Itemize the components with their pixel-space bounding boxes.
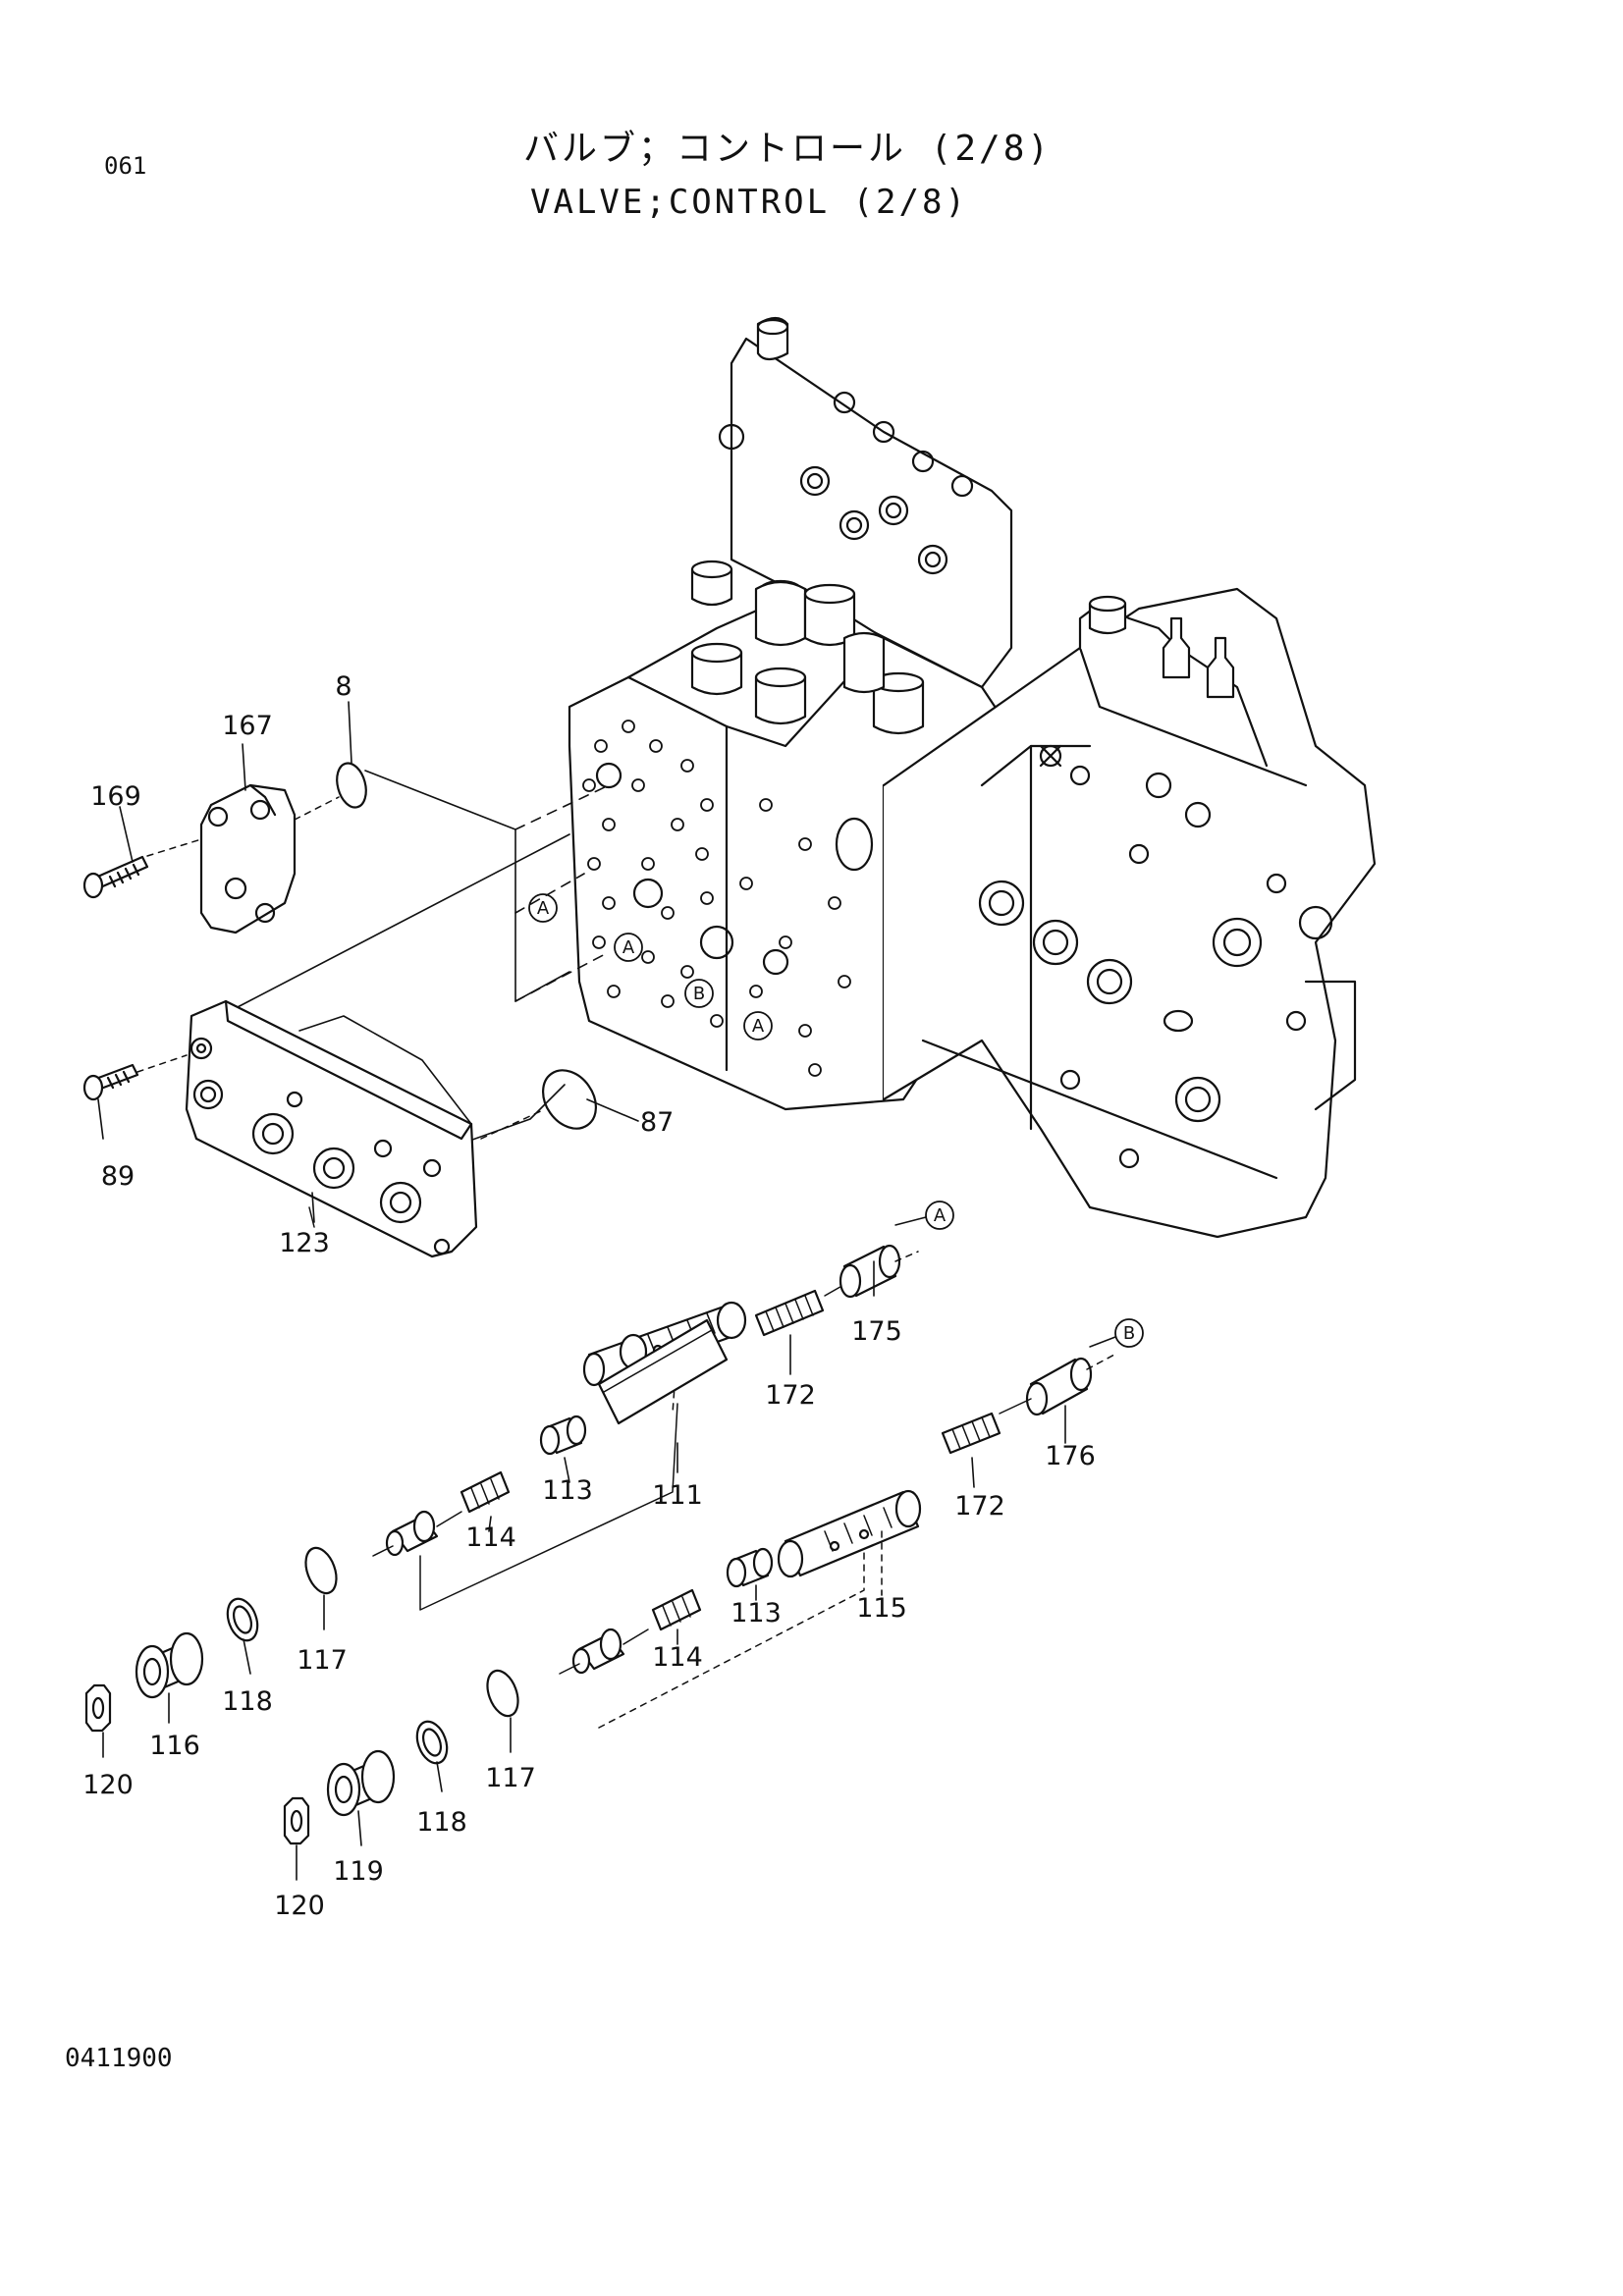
label-115: 115 bbox=[856, 1593, 907, 1624]
callout-letter-b-1: B bbox=[693, 984, 705, 1004]
label-169: 169 bbox=[90, 781, 141, 812]
leader-lines bbox=[97, 701, 1066, 1881]
label-114-upper: 114 bbox=[465, 1522, 516, 1553]
label-123: 123 bbox=[279, 1228, 330, 1258]
control-valve-body bbox=[568, 316, 1377, 1239]
spring-114-lower bbox=[651, 1588, 702, 1631]
callout-circles bbox=[528, 893, 1144, 1348]
o-ring-8 bbox=[294, 762, 367, 821]
page-code: 061 bbox=[104, 152, 147, 180]
spring-172-lower bbox=[941, 1412, 1001, 1455]
title-english: VALVE;CONTROL (2/8) bbox=[530, 183, 968, 222]
label-111: 111 bbox=[652, 1480, 703, 1511]
washer-118-upper bbox=[226, 1597, 259, 1642]
o-ring-117-upper bbox=[304, 1546, 338, 1595]
plate-123 bbox=[185, 999, 478, 1258]
callout-a-3 bbox=[743, 1011, 773, 1041]
callout-b-2 bbox=[1114, 1318, 1144, 1348]
callout-letter-a-1: A bbox=[537, 898, 550, 919]
label-119: 119 bbox=[333, 1856, 384, 1887]
label-114-lower: 114 bbox=[652, 1642, 703, 1673]
label-120-lower: 120 bbox=[274, 1891, 325, 1921]
label-176: 176 bbox=[1045, 1441, 1096, 1471]
label-175: 175 bbox=[851, 1316, 902, 1347]
label-172-lower: 172 bbox=[954, 1491, 1005, 1522]
alignment-lines bbox=[210, 770, 610, 1145]
callout-letter-a-3: A bbox=[752, 1016, 765, 1037]
callout-a-2 bbox=[614, 933, 643, 962]
label-87: 87 bbox=[640, 1107, 674, 1138]
label-118-upper: 118 bbox=[222, 1686, 273, 1717]
bolt-89 bbox=[82, 1054, 188, 1101]
cover-167 bbox=[199, 783, 297, 934]
callout-b-1 bbox=[684, 979, 714, 1008]
callout-a-1 bbox=[528, 893, 558, 923]
label-113-upper: 113 bbox=[542, 1475, 593, 1506]
spool-sleeve-111 bbox=[597, 1318, 729, 1425]
callout-letter-b-2: B bbox=[1123, 1323, 1135, 1344]
callout-letter-a-2: A bbox=[622, 937, 635, 958]
label-120-upper: 120 bbox=[82, 1770, 134, 1800]
o-ring-117-lower bbox=[486, 1669, 519, 1718]
plug-175 bbox=[839, 1244, 919, 1299]
callout-a-4 bbox=[925, 1201, 954, 1230]
callout-letters: A A B A A B bbox=[537, 898, 1135, 1344]
piston-upper bbox=[372, 1403, 678, 1611]
label-89: 89 bbox=[101, 1161, 135, 1192]
plug-120-lower bbox=[283, 1796, 310, 1845]
plug-176 bbox=[999, 1354, 1115, 1416]
stopper-113-lower bbox=[726, 1547, 774, 1588]
o-ring-87 bbox=[480, 1069, 597, 1140]
stopper-113-upper bbox=[539, 1415, 587, 1456]
part-labels: 8 167 169 87 89 123 175 172 111 113 114 … bbox=[82, 671, 1096, 1921]
label-117-lower: 117 bbox=[485, 1763, 536, 1793]
label-117-upper: 117 bbox=[297, 1645, 348, 1676]
label-113-lower: 113 bbox=[730, 1598, 782, 1629]
label-167: 167 bbox=[222, 711, 273, 741]
callout-letter-a-4: A bbox=[934, 1205, 947, 1226]
washer-118-lower bbox=[415, 1720, 449, 1765]
label-172-upper: 172 bbox=[765, 1380, 816, 1411]
plug-120-upper bbox=[84, 1683, 112, 1733]
piston-lower bbox=[559, 1550, 865, 1729]
bolt-169 bbox=[82, 838, 202, 899]
cap-119 bbox=[326, 1749, 396, 1817]
cap-116 bbox=[135, 1631, 204, 1699]
title-japanese: バルブ；コントロール (2/8) bbox=[523, 129, 1053, 169]
spool-assembly-115 bbox=[777, 1489, 922, 1591]
label-118-lower: 118 bbox=[416, 1807, 467, 1838]
label-116: 116 bbox=[149, 1731, 200, 1761]
label-8: 8 bbox=[335, 671, 352, 702]
spring-114-upper bbox=[460, 1470, 511, 1514]
drawing-number: 0411900 bbox=[65, 2044, 173, 2073]
